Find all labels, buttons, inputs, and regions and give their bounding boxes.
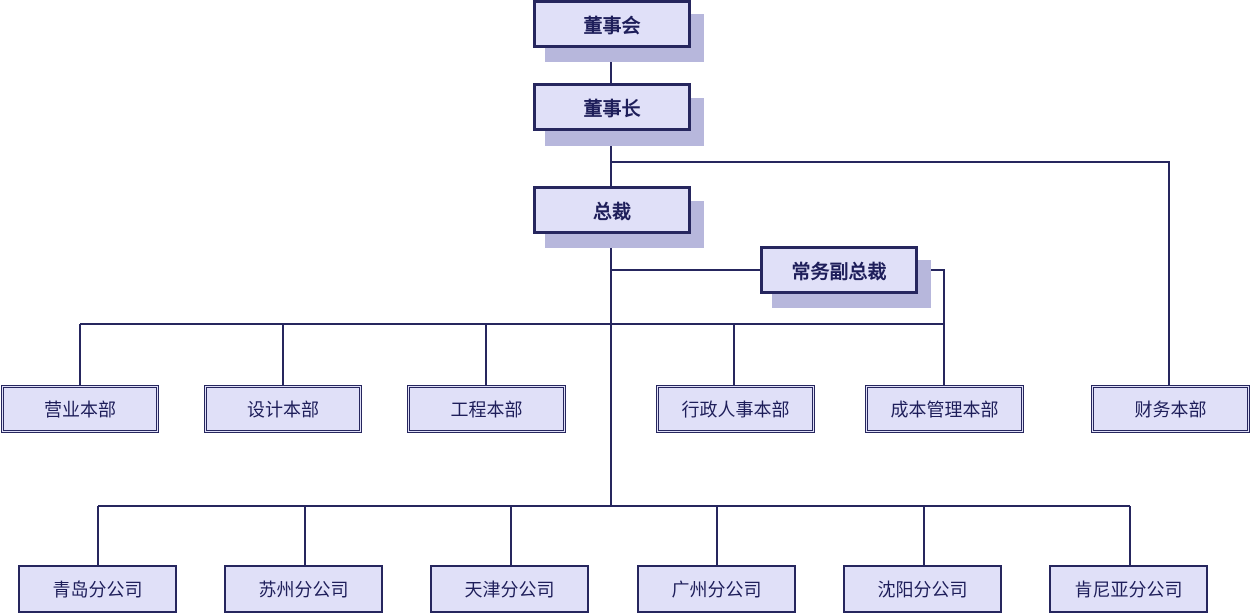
- branch-box-qingdao: 青岛分公司: [18, 565, 177, 613]
- branch-box-kenya: 肯尼亚分公司: [1049, 565, 1208, 613]
- department-box-sales: 营业本部: [1, 385, 159, 433]
- department-label: 行政人事本部: [681, 400, 790, 421]
- connector-finance: [611, 161, 1170, 386]
- branch-label: 沈阳分公司: [877, 580, 968, 601]
- board-box: 董事会: [533, 0, 691, 48]
- branch-label: 广州分公司: [671, 580, 762, 601]
- department-label: 设计本部: [247, 400, 319, 421]
- president-label: 总裁: [592, 200, 631, 223]
- branch-box-guangzhou: 广州分公司: [637, 565, 796, 613]
- department-label: 营业本部: [44, 400, 116, 421]
- department-label: 工程本部: [450, 400, 523, 421]
- department-label: 财务本部: [1134, 400, 1207, 421]
- branch-label: 青岛分公司: [52, 580, 143, 601]
- chairman-box: 董事长: [533, 83, 691, 131]
- board-label: 董事会: [583, 14, 641, 37]
- executive-vp-label: 常务副总裁: [791, 260, 887, 283]
- branch-box-shenyang: 沈阳分公司: [843, 565, 1002, 613]
- branch-label: 肯尼亚分公司: [1074, 580, 1183, 601]
- branch-label: 苏州分公司: [258, 580, 349, 601]
- branch-box-tianjin: 天津分公司: [430, 565, 589, 613]
- department-box-admin-hr: 行政人事本部: [656, 385, 815, 433]
- department-label: 成本管理本部: [890, 400, 999, 421]
- department-box-engineering: 工程本部: [407, 385, 566, 433]
- department-box-design: 设计本部: [204, 385, 362, 433]
- executive-vp-box: 常务副总裁: [760, 246, 918, 294]
- department-box-finance: 财务本部: [1091, 385, 1250, 433]
- president-box: 总裁: [533, 186, 691, 234]
- department-box-cost-management: 成本管理本部: [865, 385, 1024, 433]
- branch-box-suzhou: 苏州分公司: [224, 565, 383, 613]
- branch-label: 天津分公司: [464, 580, 555, 601]
- chairman-label: 董事长: [583, 97, 641, 120]
